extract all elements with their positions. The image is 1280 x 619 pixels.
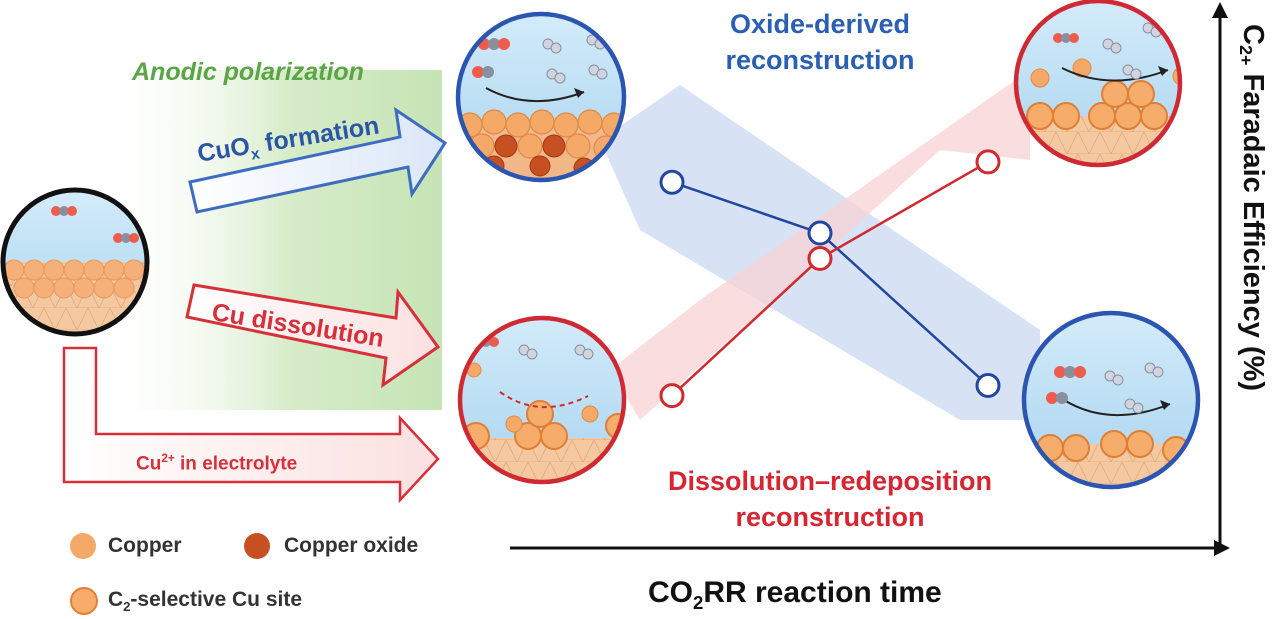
anodic-polarization-label: Anodic polarization bbox=[132, 58, 364, 86]
cu2-electrolyte-arrow bbox=[62, 346, 440, 504]
oxide-derived-final-circle bbox=[1021, 310, 1201, 490]
legend-copper-oxide-swatch bbox=[244, 533, 270, 559]
co2-molecule bbox=[1053, 33, 1079, 43]
oxide-derived-initial-circle bbox=[455, 11, 627, 183]
co2-molecule bbox=[51, 206, 77, 216]
co2-molecule bbox=[113, 233, 139, 243]
y-axis-arrow bbox=[1212, 2, 1228, 18]
co-molecule bbox=[1046, 392, 1068, 404]
legend-copper-oxide-label: Copper oxide bbox=[284, 534, 419, 557]
cu2-electrolyte-label: Cu2+ in electrolyte bbox=[136, 452, 298, 475]
legend-copper-swatch bbox=[70, 533, 96, 559]
x-axis-arrow bbox=[1214, 540, 1230, 556]
oxide-derived-trend-point-1 bbox=[659, 169, 685, 195]
dissolution-redeposition-trend-point-1 bbox=[659, 383, 685, 409]
dissolution-redeposition-trend-point-3 bbox=[975, 149, 1001, 175]
co2-molecule bbox=[1054, 366, 1086, 378]
y-axis-label: C2+ Faradaic Efficiency (%) bbox=[1236, 24, 1269, 392]
legend-c2-site-label: C2-selective Cu site bbox=[108, 588, 303, 615]
dissolution-redeposition-title: Dissolution–redeposition reconstruction bbox=[667, 466, 993, 532]
dissolution-redeposition-trend-point-2 bbox=[807, 245, 833, 271]
oxide-derived-trend-point-3 bbox=[975, 372, 1001, 398]
legend-copper-label: Copper bbox=[108, 534, 182, 557]
cu-dissolution-arrow bbox=[185, 283, 441, 389]
oxide-derived-trend-point-2 bbox=[807, 220, 833, 246]
legend-c2-site-swatch bbox=[70, 587, 98, 615]
oxide-derived-title: Oxide-derived reconstruction bbox=[725, 9, 915, 75]
co-molecule bbox=[472, 66, 494, 78]
cuox-formation-arrow bbox=[188, 106, 448, 214]
dissolution-final-circle bbox=[1013, 0, 1183, 168]
dissolution-initial-circle bbox=[457, 315, 627, 485]
x-axis-label: CO2RR reaction time bbox=[648, 576, 942, 613]
